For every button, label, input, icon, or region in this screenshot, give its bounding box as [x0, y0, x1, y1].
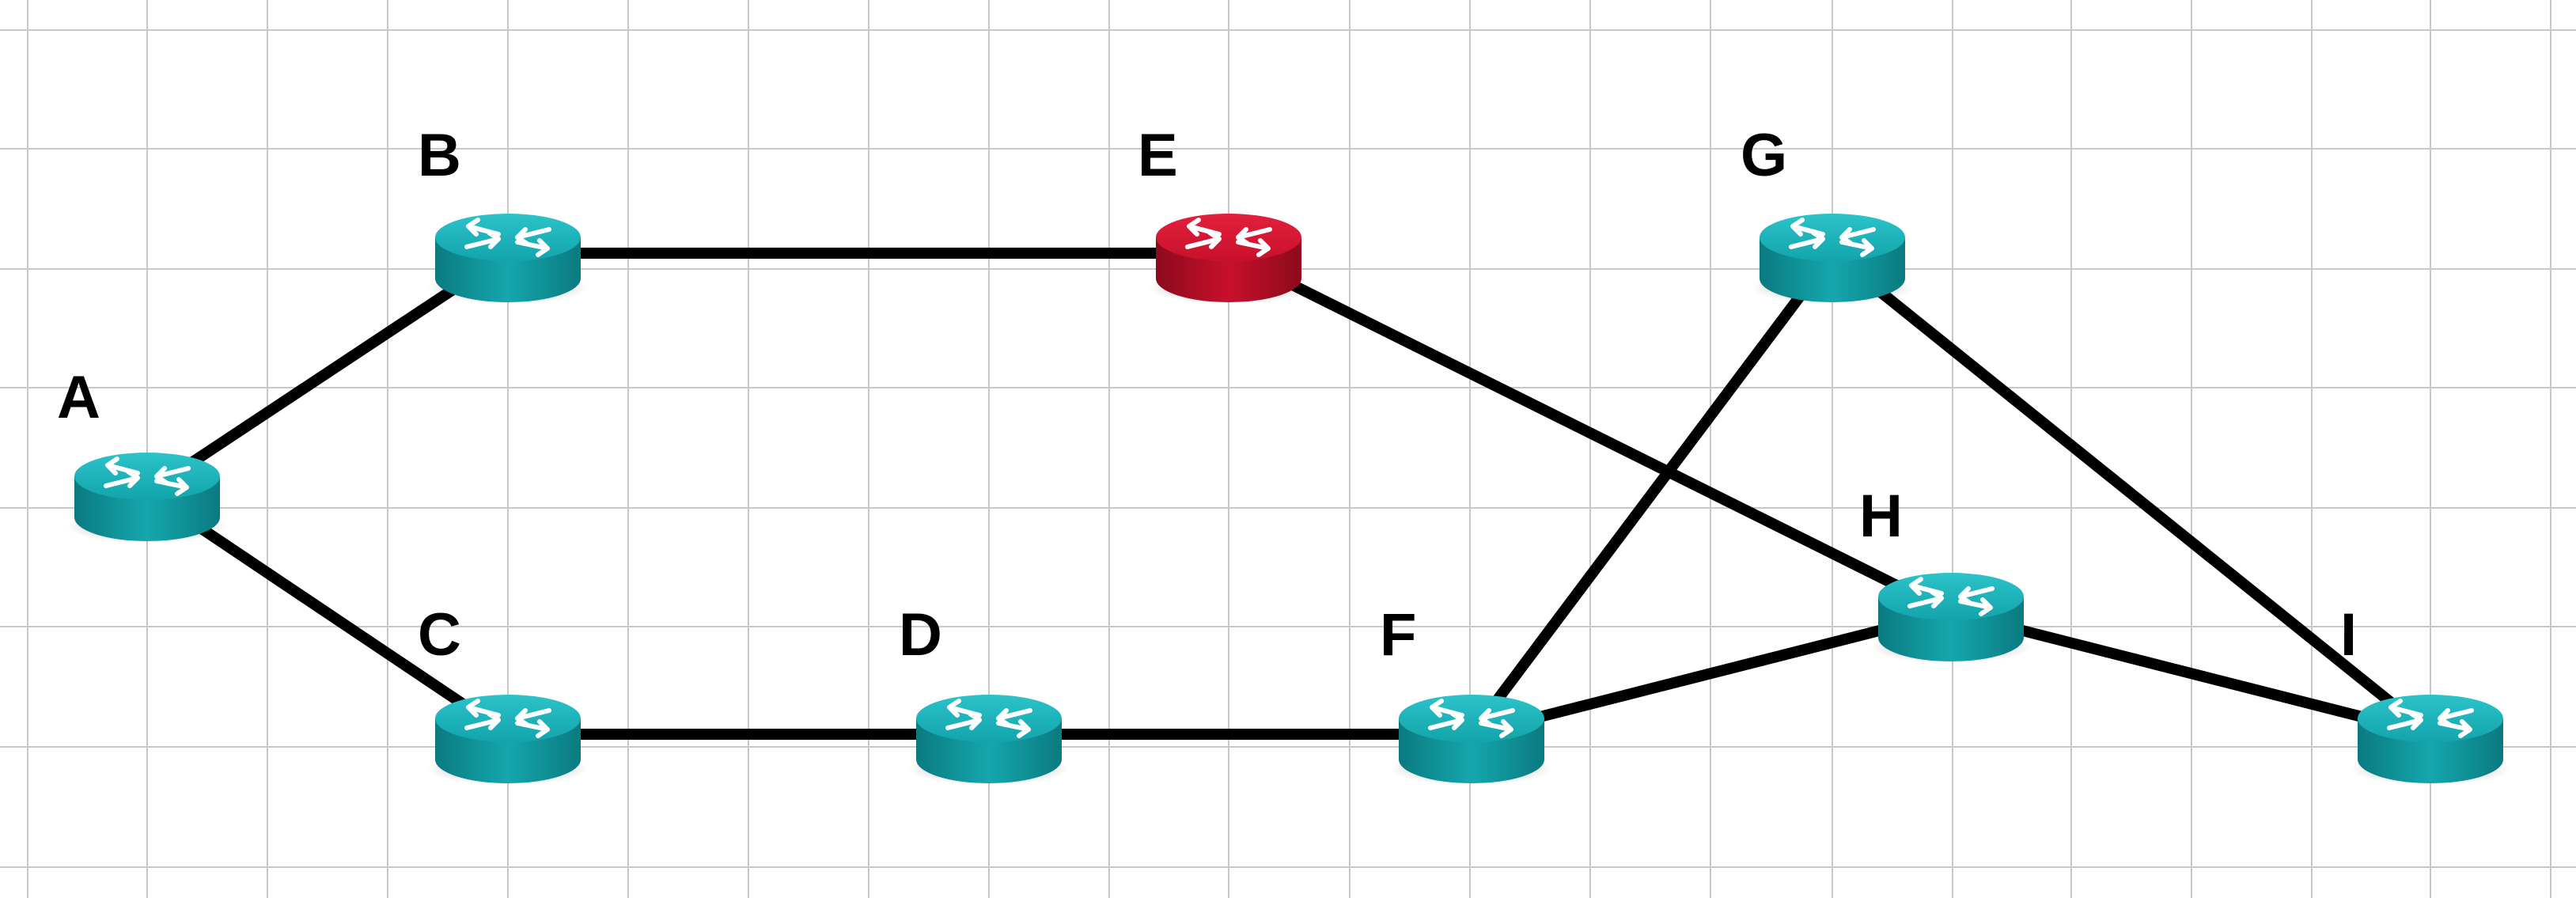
router-node-d[interactable] [908, 695, 1070, 785]
link-f-h [1470, 607, 1953, 740]
nodes-layer: A B C D E F G H I [57, 122, 2511, 785]
router-node-f[interactable] [1391, 695, 1552, 785]
router-icon [74, 453, 220, 541]
router-node-h[interactable] [1870, 573, 2032, 663]
links-layer [144, 248, 2434, 740]
link-h-i [1949, 607, 2432, 740]
router-icon [1156, 214, 1301, 302]
router-node-i[interactable] [2350, 695, 2511, 785]
link-e-h [1225, 248, 1954, 618]
node-label-h: H [1859, 483, 1903, 550]
router-node-b[interactable] [427, 214, 589, 304]
router-node-c[interactable] [427, 695, 589, 785]
node-label-b: B [418, 122, 461, 189]
node-label-a: A [57, 364, 100, 431]
node-label-i: I [2340, 601, 2357, 669]
router-icon [916, 695, 1062, 783]
router-node-g[interactable] [1752, 214, 1913, 304]
router-icon [1399, 695, 1544, 783]
link-g-i [1828, 248, 2434, 739]
router-icon [2358, 695, 2503, 783]
node-label-d: D [899, 601, 942, 669]
router-icon [435, 695, 581, 783]
node-label-f: F [1380, 601, 1416, 669]
node-label-c: C [418, 601, 461, 669]
router-icon [1760, 214, 1905, 302]
node-label-g: G [1741, 122, 1787, 189]
router-node-a[interactable] [66, 453, 228, 543]
router-icon [435, 214, 581, 302]
router-node-e[interactable] [1148, 214, 1309, 304]
node-label-e: E [1138, 122, 1178, 189]
router-icon [1878, 573, 2024, 661]
link-f-g [1467, 249, 1837, 738]
